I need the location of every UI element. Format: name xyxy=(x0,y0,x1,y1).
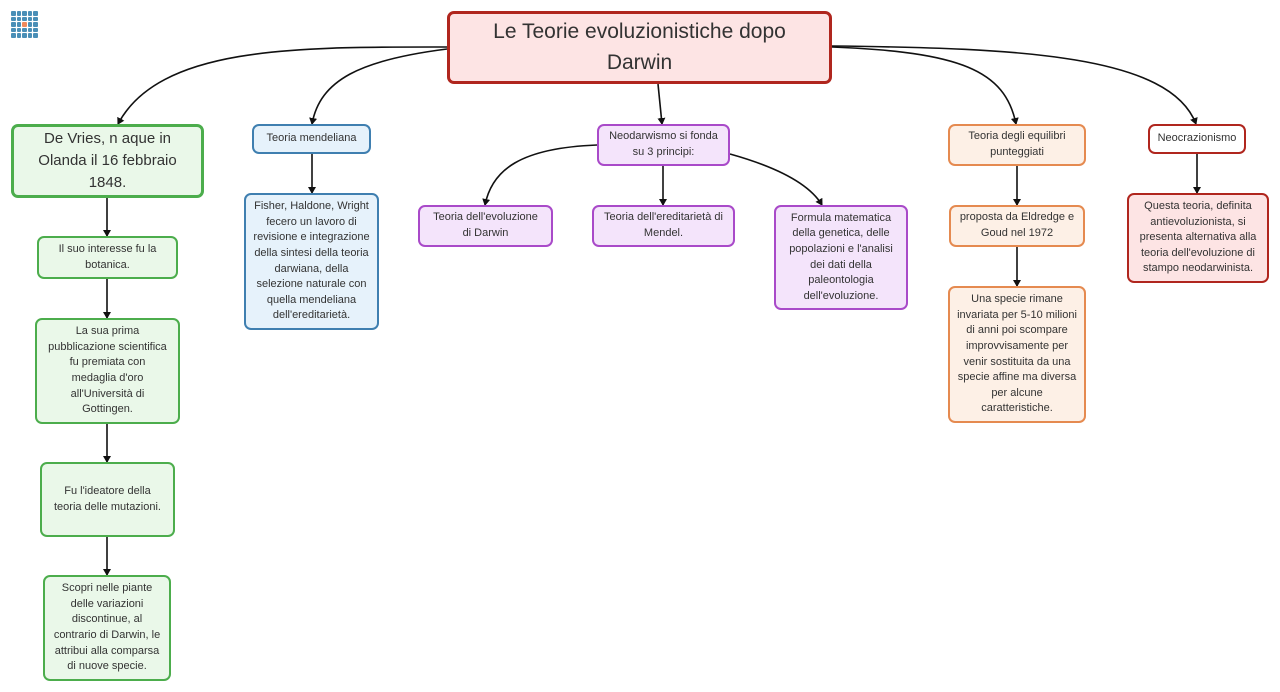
neocreazionismo-detail[interactable]: Questa teoria, definita antievoluzionist… xyxy=(1127,193,1269,283)
link-root-neodarwin xyxy=(657,83,666,125)
mendel-head[interactable]: Teoria mendeliana xyxy=(252,124,371,154)
neodarwin-principle-2[interactable]: Teoria dell'ereditarietà di Mendel. xyxy=(592,205,735,247)
link-root-equilibri xyxy=(831,46,1019,125)
devries-item-3[interactable]: Fu l'ideatore della teoria delle mutazio… xyxy=(40,462,175,537)
link-root-neocreazionismo xyxy=(831,45,1198,125)
link-root-mendel xyxy=(309,48,448,125)
link-neo-1 xyxy=(482,144,598,206)
mendel-detail[interactable]: Fisher, Haldone, Wright fecero un lavoro… xyxy=(244,193,379,330)
devries-item-2[interactable]: La sua prima pubblicazione scientifica f… xyxy=(35,318,180,424)
devries-item-1[interactable]: Il suo interesse fu la botanica. xyxy=(37,236,178,279)
neodarwin-principle-3[interactable]: Formula matematica della genetica, delle… xyxy=(774,205,908,310)
app-logo-icon xyxy=(11,11,38,38)
neocreazionismo-head[interactable]: Neocrazionismo xyxy=(1148,124,1246,154)
root-title[interactable]: Le Teorie evoluzionistiche dopo Darwin xyxy=(447,11,832,84)
neodarwin-principle-1[interactable]: Teoria dell'evoluzione di Darwin xyxy=(418,205,553,247)
devries-item-4[interactable]: Scopri nelle piante delle variazioni dis… xyxy=(43,575,171,681)
link-neo-3 xyxy=(729,153,823,206)
link-root-devries xyxy=(117,46,448,125)
devries-head[interactable]: De Vries, n aque in Olanda il 16 febbrai… xyxy=(11,124,204,198)
equilibri-item-1[interactable]: proposta da Eldredge e Goud nel 1972 xyxy=(949,205,1085,247)
equilibri-head[interactable]: Teoria degli equilibri punteggiati xyxy=(948,124,1086,166)
equilibri-item-2[interactable]: Una specie rimane invariata per 5-10 mil… xyxy=(948,286,1086,423)
neodarwin-head[interactable]: Neodarwismo si fonda su 3 principi: xyxy=(597,124,730,166)
